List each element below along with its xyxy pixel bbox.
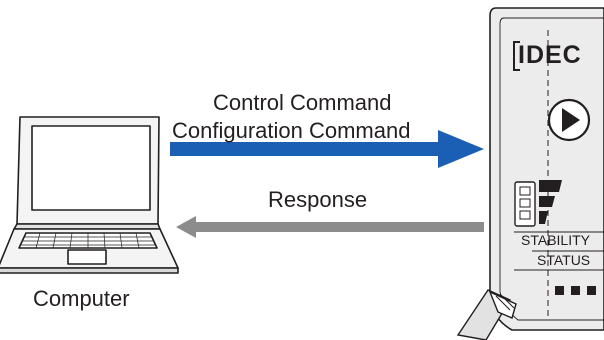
- control-command-label: Control Command: [213, 90, 392, 115]
- laptop-icon: [0, 116, 179, 274]
- stability-led: [514, 181, 536, 227]
- device-cable: [456, 289, 517, 340]
- response-label: Response: [268, 187, 368, 212]
- status-label: STATUS: [537, 252, 591, 268]
- brand-logo: IDEC: [518, 41, 582, 69]
- signal-bars-icon: [539, 180, 562, 224]
- computer-label: Computer: [33, 286, 130, 311]
- response-arrow: [176, 216, 484, 238]
- stability-label: STABILITY: [521, 232, 590, 248]
- command-arrow: [170, 130, 484, 168]
- keyboard-keys: [21, 232, 156, 249]
- status-dots: [555, 286, 596, 295]
- configuration-command-label: Configuration Command: [172, 118, 411, 143]
- play-icon: [547, 98, 591, 142]
